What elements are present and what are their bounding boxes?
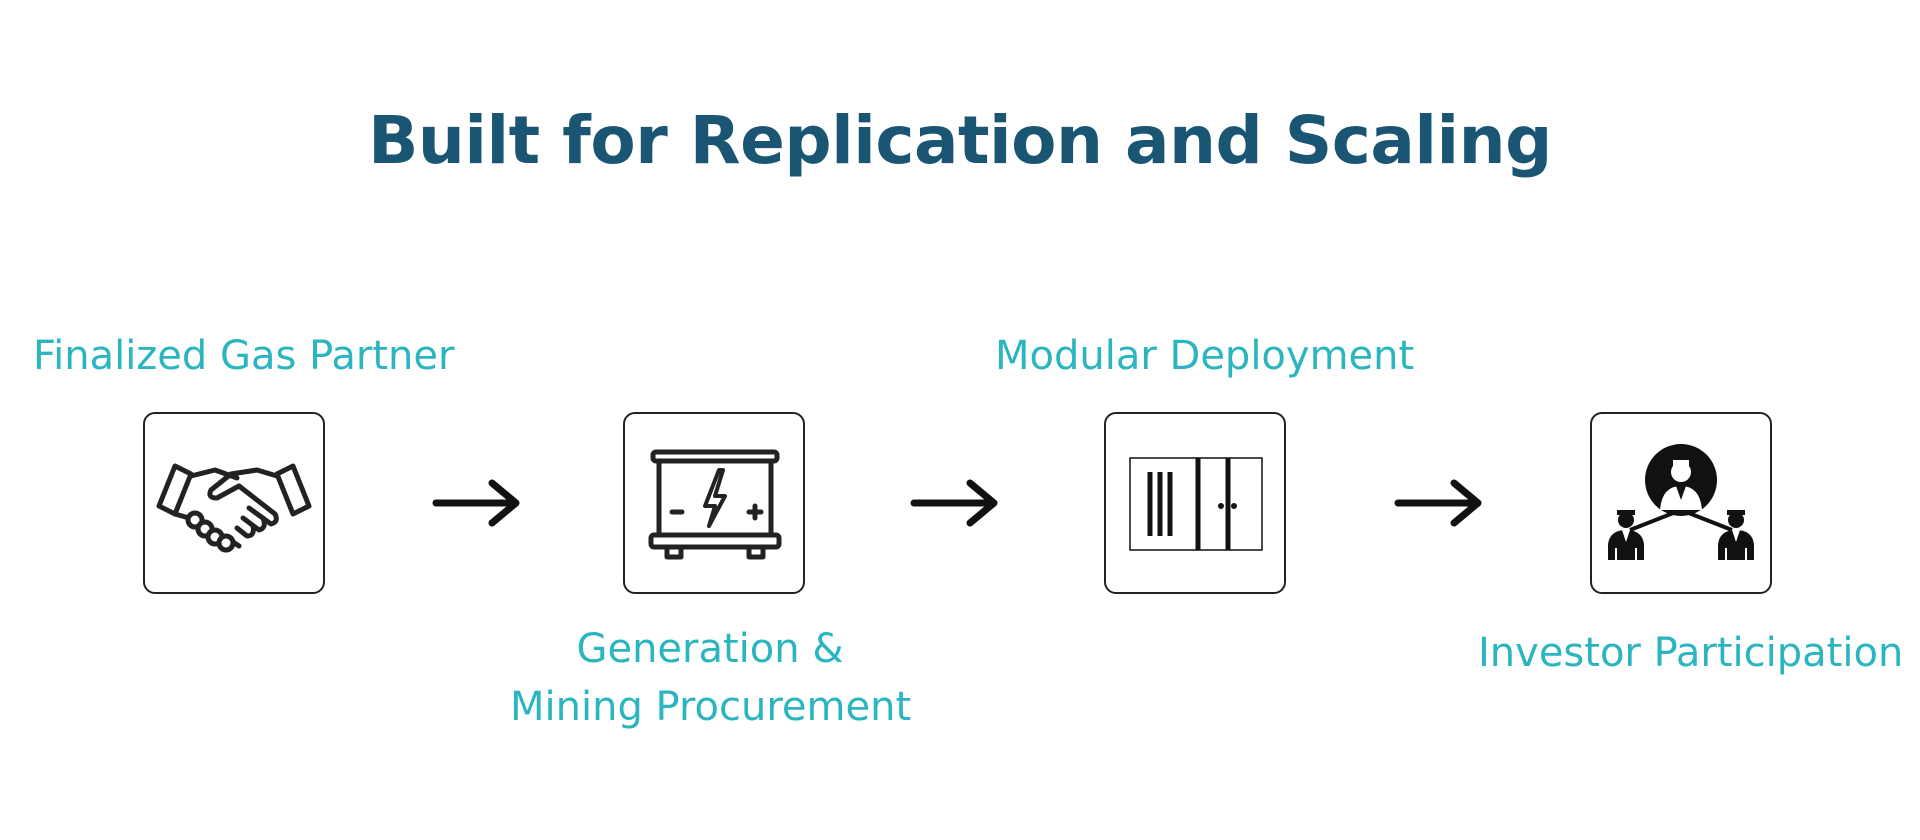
step-box-gas-partner bbox=[143, 412, 325, 594]
arrow-right-icon bbox=[1394, 479, 1482, 527]
step-label-line-1: Generation & bbox=[576, 626, 844, 672]
arrow-right-icon bbox=[910, 479, 998, 527]
handshake-icon bbox=[156, 463, 312, 553]
step-label-generation-procurement: Generation & Mining Procurement bbox=[510, 620, 912, 736]
page-title: Built for Replication and Scaling bbox=[368, 102, 1552, 179]
arrow-right-icon bbox=[432, 479, 520, 527]
step-box-modular-deployment bbox=[1104, 412, 1286, 594]
step-label-modular-deployment: Modular Deployment bbox=[995, 333, 1415, 379]
investor-network-icon bbox=[1608, 444, 1754, 560]
step-label-investor-participation: Investor Participation bbox=[1478, 630, 1904, 676]
container-icon bbox=[1129, 457, 1263, 551]
generator-icon bbox=[648, 449, 782, 560]
step-label-gas-partner: Finalized Gas Partner bbox=[33, 333, 455, 379]
step-box-generation-procurement bbox=[623, 412, 805, 594]
step-box-investor-participation bbox=[1590, 412, 1772, 594]
step-label-line-2: Mining Procurement bbox=[510, 684, 912, 730]
